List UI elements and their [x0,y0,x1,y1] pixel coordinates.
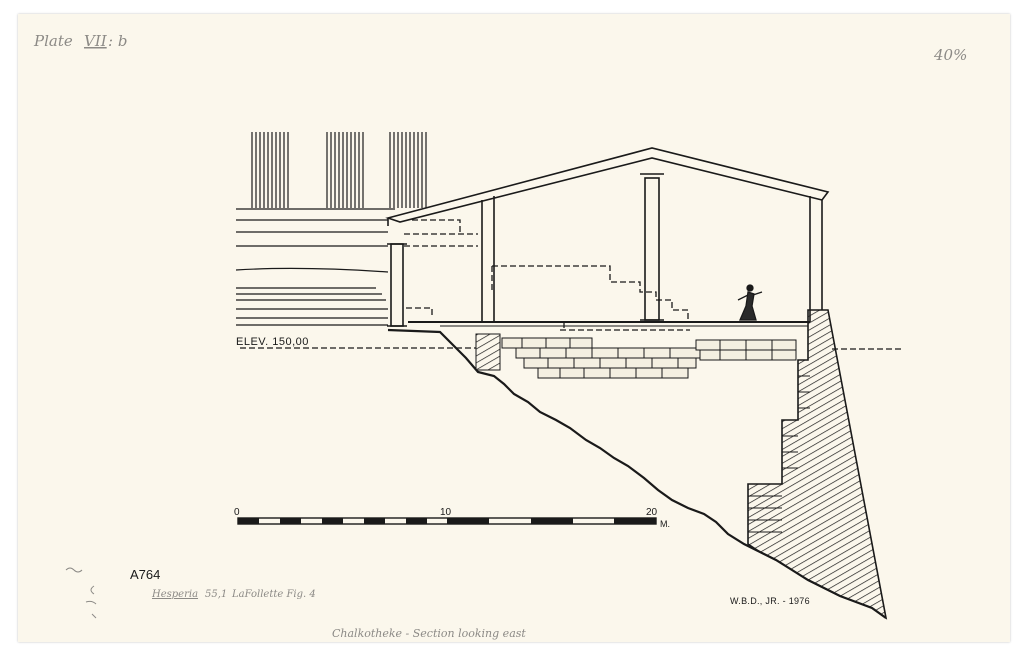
chalkotheke-section [385,147,830,327]
foundation-blocks [475,333,797,379]
reference-journal: Hesperia [151,589,198,600]
pencil-marks [65,567,97,619]
scale-unit: M. [660,519,670,529]
scale-note: 40% [933,46,967,64]
parthenon-columns [251,132,427,208]
plate-label: Plate [33,32,73,50]
scale-tick-0: 0 [234,507,240,518]
dashed-outlines [240,219,904,350]
caption: Chalkotheke - Section looking east [332,627,526,640]
plate-suffix: : b [108,32,127,50]
parthenon-steps [235,208,395,326]
human-figure [737,284,763,321]
plate-number: VII [84,32,108,50]
drafter-credit: W.B.D., JR. - 1976 [730,596,810,606]
reference-author: LaFollette Fig. 4 [231,589,316,600]
scale-tick-10: 10 [440,507,452,518]
scale-bar: 0 10 20 M. [234,507,670,529]
catalog-number: A764 [130,567,160,582]
wall-courses [748,375,810,533]
reference-volume: 55,1 [205,589,227,600]
east-retaining-wall [747,309,888,620]
elevation-label: ELEV. 150,00 [236,336,309,348]
scale-tick-20: 20 [646,507,658,518]
